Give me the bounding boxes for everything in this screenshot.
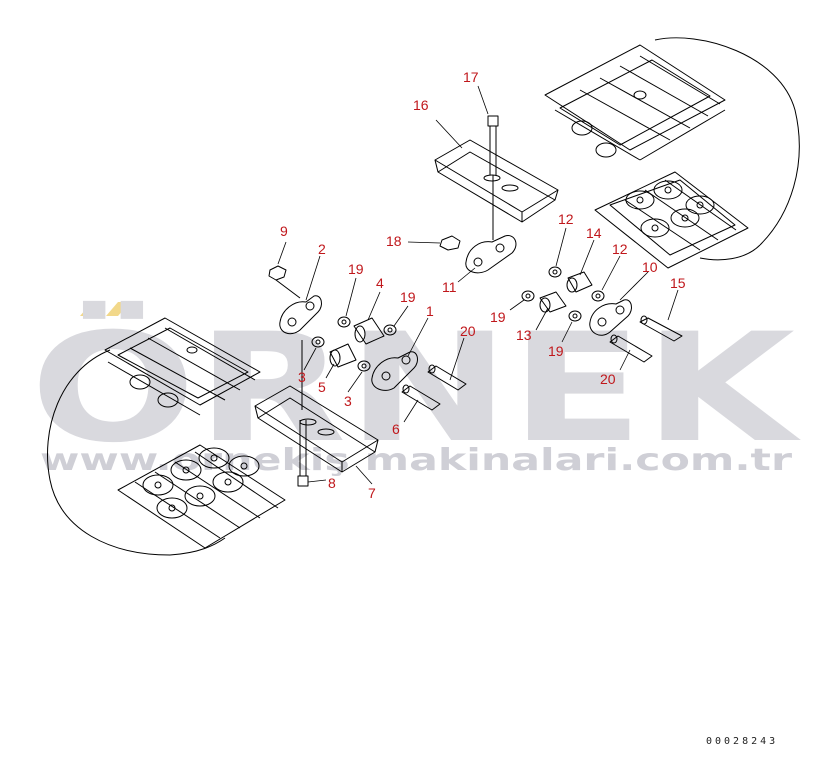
part-seal-19d — [568, 310, 582, 322]
watermark-brand: ÖRNEK — [30, 300, 801, 476]
watermark-accent-right — [106, 302, 130, 316]
callout-20-b: 20 — [600, 371, 616, 387]
callout-2: 2 — [318, 241, 326, 257]
callout-6: 6 — [392, 421, 400, 437]
callout-17: 17 — [463, 69, 479, 85]
part-link-1 — [371, 351, 418, 391]
callout-12-upper: 12 — [558, 211, 574, 227]
part-link-11 — [465, 235, 517, 274]
callout-12-lower: 12 — [612, 241, 628, 257]
part-seal-19c — [521, 290, 535, 302]
track-shoe-lower-left — [117, 444, 286, 549]
part-pin-15 — [639, 315, 683, 342]
track-links-lower-left — [142, 447, 260, 519]
part-nut-18 — [439, 235, 461, 251]
callout-5: 5 — [318, 379, 326, 395]
track-shoe-upper-left — [104, 317, 261, 416]
part-bolt-8 — [297, 340, 309, 487]
callout-7: 7 — [368, 485, 376, 501]
callout-19-d: 19 — [548, 343, 564, 359]
part-pin-20b — [609, 334, 653, 363]
track-assembly-left — [47, 317, 286, 556]
part-track-shoe-7 — [254, 385, 379, 473]
callout-19-c: 19 — [490, 309, 506, 325]
callout-8: 8 — [328, 475, 336, 491]
part-seal-3a — [311, 336, 325, 348]
callout-14: 14 — [586, 225, 602, 241]
part-bushing-4 — [353, 317, 385, 345]
callout-1: 1 — [426, 303, 434, 319]
watermark: ÖRNEK www.ornekiş makinalari.com.tr — [30, 300, 801, 478]
document-number: 00028243 — [706, 736, 779, 747]
callout-18: 18 — [386, 233, 402, 249]
part-bushing-5 — [329, 343, 357, 368]
callout-16: 16 — [413, 97, 429, 113]
leader-lines — [277, 85, 679, 485]
part-link-10 — [589, 299, 632, 336]
watermark-accent-left — [80, 302, 104, 316]
part-bushing-13 — [539, 291, 567, 313]
part-seal-12b — [591, 290, 605, 302]
callout-19-a: 19 — [348, 261, 364, 277]
callout-19-b: 19 — [400, 289, 416, 305]
callout-13: 13 — [516, 327, 532, 343]
callout-11: 11 — [442, 279, 457, 295]
track-links-lower-right — [625, 180, 715, 238]
callout-20-a: 20 — [460, 323, 476, 339]
part-bushing-14 — [566, 271, 593, 293]
part-pin-6 — [401, 384, 441, 411]
callout-15: 15 — [670, 275, 686, 291]
part-seal-12a — [548, 266, 562, 278]
part-seal-19a — [337, 316, 351, 328]
callout-10: 10 — [642, 259, 658, 275]
part-seal-3b — [357, 360, 371, 372]
part-link-2 — [275, 279, 322, 335]
part-seal-19b — [383, 324, 397, 336]
track-links-upper-left — [129, 346, 198, 408]
part-nut-9 — [268, 265, 287, 281]
part-pin-20a — [427, 364, 467, 391]
track-assembly-right — [544, 37, 800, 269]
callout-3-right: 3 — [344, 393, 352, 409]
callout-3-left: 3 — [298, 369, 306, 385]
track-shoe-upper — [544, 44, 726, 161]
watermark-url: www.ornekiş makinalari.com.tr — [40, 443, 792, 478]
part-bolt-17 — [487, 115, 499, 240]
callout-9: 9 — [280, 223, 288, 239]
callout-labels: 17 16 12 14 18 12 10 11 15 9 2 19 4 19 1… — [280, 69, 686, 501]
callout-4: 4 — [376, 275, 384, 291]
track-links-upper — [571, 90, 647, 158]
track-shoe-lower-right — [594, 171, 749, 269]
